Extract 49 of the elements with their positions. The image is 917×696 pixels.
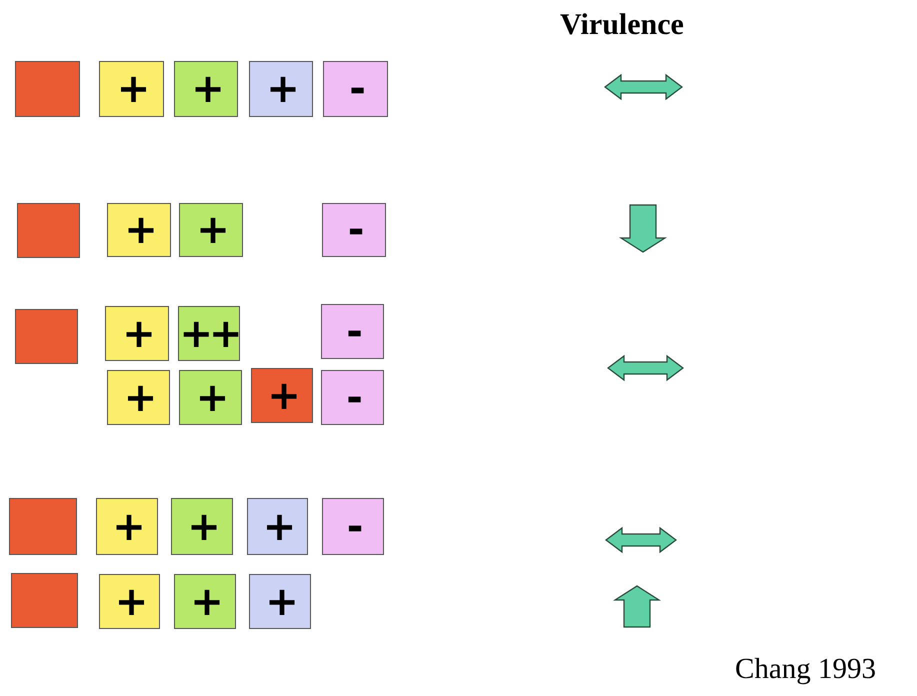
sign-symbol: +: [191, 69, 221, 109]
sign-box: [171, 498, 233, 555]
sign-symbol: +: [112, 506, 142, 546]
sign-box: [321, 304, 384, 359]
sign-symbol: +: [265, 582, 295, 622]
sign-box: [322, 203, 386, 257]
sign-box: [99, 61, 164, 117]
sign-box: [174, 574, 236, 629]
sign-symbol: +: [267, 376, 297, 416]
empty-box: [15, 61, 80, 117]
sign-box: [251, 368, 313, 423]
column-heading: Virulence: [560, 8, 684, 42]
sign-box: [249, 574, 311, 629]
sign-box: [107, 203, 171, 257]
sign-box: [99, 574, 160, 629]
sign-symbol: -: [346, 312, 359, 352]
sign-symbol: +: [124, 378, 154, 418]
sign-box: [179, 370, 242, 425]
sign-symbol: +: [262, 506, 292, 546]
empty-box: [17, 203, 80, 258]
sign-symbol: +: [196, 210, 226, 250]
sign-symbol: +: [190, 582, 220, 622]
sign-box: [323, 61, 388, 117]
empty-box: [15, 309, 78, 364]
sign-box: [105, 306, 169, 361]
sign-box: [179, 203, 243, 257]
empty-box: [11, 573, 78, 628]
sign-symbol: +: [266, 69, 296, 109]
sign-symbol: -: [346, 378, 359, 418]
sign-box: [178, 306, 240, 361]
empty-box: [9, 498, 77, 555]
sign-symbol: +: [124, 210, 154, 250]
sign-box: [96, 498, 158, 555]
sign-symbol: -: [349, 69, 362, 109]
sign-box: [247, 498, 308, 555]
sign-box: [107, 370, 170, 425]
sign-symbol: ++: [179, 314, 239, 354]
sign-symbol: +: [122, 314, 152, 354]
sign-symbol: +: [114, 582, 144, 622]
sign-symbol: +: [187, 506, 217, 546]
sign-symbol: +: [196, 378, 226, 418]
sign-symbol: -: [348, 210, 360, 250]
sign-box: [322, 498, 384, 555]
sign-symbol: -: [346, 506, 360, 546]
sign-box: [249, 61, 313, 117]
sign-box: [321, 370, 384, 425]
sign-symbol: +: [116, 69, 146, 109]
sign-box: [174, 61, 238, 117]
citation: Chang 1993: [735, 653, 876, 686]
